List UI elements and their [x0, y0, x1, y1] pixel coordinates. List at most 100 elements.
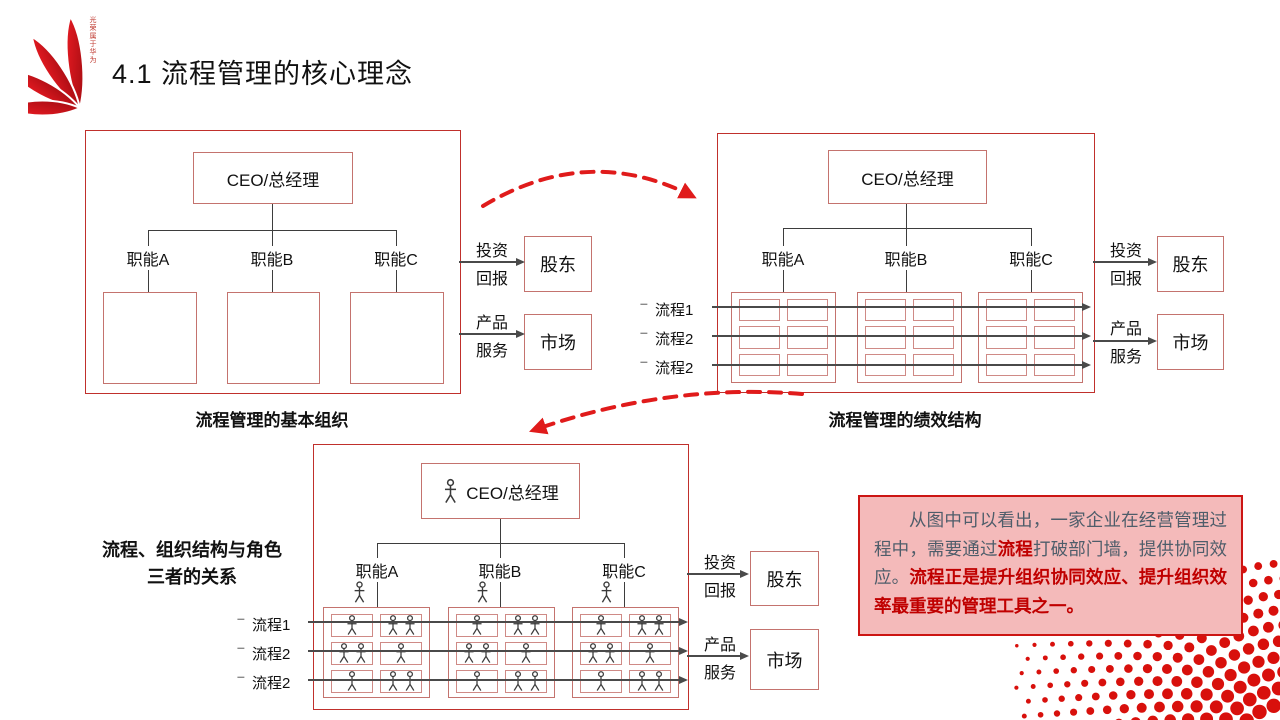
chart1-department-box	[103, 292, 197, 384]
chart3-function-grid	[323, 607, 430, 698]
person-icon	[472, 615, 482, 635]
market-box: 市场	[524, 314, 592, 370]
person-icon	[463, 643, 474, 663]
org-cell	[629, 642, 671, 665]
process-dash: –	[640, 353, 648, 369]
process-dash: –	[237, 639, 245, 655]
person-icon	[529, 615, 540, 635]
service-label: 服务	[1102, 345, 1150, 366]
person-icon	[404, 671, 415, 691]
return-label: 回报	[1102, 267, 1150, 288]
chart3-ceo-label: CEO/总经理	[466, 483, 559, 503]
person-icon	[636, 671, 647, 691]
org-cell	[380, 670, 422, 693]
process-dash: –	[640, 324, 648, 340]
process-arrow	[308, 650, 686, 652]
person-icon	[338, 643, 349, 663]
chart2-process3-label: 流程2	[655, 357, 694, 378]
person-icon	[472, 671, 482, 691]
org-cell	[331, 670, 373, 693]
org-cell	[380, 642, 422, 665]
person-icon	[636, 615, 647, 635]
org-cell	[787, 326, 828, 349]
chart3-side-label: 流程、组织结构与角色 三者的关系	[62, 537, 322, 591]
dashed-arrow-chart1-to-chart2	[481, 169, 697, 208]
process-arrow	[712, 335, 1089, 337]
note-segment: 从图中可以看出，一家企业在经营管理过程中，需要通过	[874, 510, 1227, 559]
org-cell	[913, 299, 954, 322]
chart3-process1-label: 流程1	[252, 614, 291, 635]
org-cell	[456, 614, 498, 637]
note-segment: 流程正是提升组织协同效应、提升组织效率最重要的管理工具之一。	[874, 567, 1228, 616]
org-cell	[505, 614, 547, 637]
org-cell	[739, 299, 780, 322]
connector-line	[906, 202, 907, 228]
person-icon	[355, 643, 366, 663]
org-cell	[380, 614, 422, 637]
chart1-ceo-box: CEO/总经理	[193, 152, 353, 204]
invest-label: 投资	[468, 239, 516, 260]
chart1-department-box	[227, 292, 320, 384]
person-icon	[396, 643, 406, 663]
chart1-function-a-label: 职能A	[110, 246, 186, 270]
person-icon	[601, 581, 612, 603]
process-arrow	[308, 679, 686, 681]
chart2-outer-frame	[717, 133, 1095, 393]
return-label: 回报	[696, 579, 744, 600]
product-label: 产品	[1102, 317, 1150, 338]
connector-line	[783, 228, 1032, 229]
org-cell	[986, 326, 1027, 349]
connector-line	[272, 202, 273, 230]
service-label: 服务	[696, 661, 744, 682]
org-cell	[580, 642, 622, 665]
invest-label: 投资	[696, 551, 744, 572]
org-cell	[739, 326, 780, 349]
output-arrow	[459, 261, 523, 263]
connector-line	[500, 517, 501, 543]
person-icon	[354, 581, 365, 603]
chart2-function-c-label: 职能C	[993, 246, 1069, 270]
chart1-department-box	[350, 292, 444, 384]
note-text: 从图中可以看出，一家企业在经营管理过程中，需要通过流程打破部门墙，提供协同效应。…	[858, 495, 1243, 636]
process-dash: –	[640, 295, 648, 311]
market-box: 市场	[750, 629, 819, 690]
person-icon	[512, 615, 523, 635]
note-segment: 流程	[997, 538, 1033, 559]
person-icon	[645, 643, 655, 663]
output-arrow	[459, 333, 523, 335]
process-arrow	[308, 621, 686, 623]
person-icon	[596, 671, 606, 691]
chart1-caption: 流程管理的基本组织	[195, 411, 349, 430]
product-label: 产品	[468, 311, 516, 332]
chart2-caption: 流程管理的绩效结构	[828, 411, 982, 430]
chart2-function-a-label: 职能A	[745, 246, 821, 270]
product-label: 产品	[696, 633, 744, 654]
market-box: 市场	[1157, 314, 1224, 370]
org-cell	[629, 670, 671, 693]
return-label: 回报	[468, 267, 516, 288]
shareholder-box: 股东	[1157, 236, 1224, 292]
org-cell	[505, 642, 547, 665]
shareholder-box: 股东	[524, 236, 592, 292]
person-icon	[521, 643, 531, 663]
page-title: 4.1 流程管理的核心理念	[112, 59, 414, 89]
org-cell	[865, 326, 906, 349]
person-icon	[480, 643, 491, 663]
chart3-process2-label: 流程2	[252, 643, 291, 664]
person-icon	[529, 671, 540, 691]
shareholder-box: 股东	[750, 551, 819, 606]
person-icon	[445, 478, 457, 503]
logo-watermark-text: 光荣属于华为	[89, 16, 96, 64]
chart3-outer-frame	[313, 444, 689, 710]
process-dash: –	[237, 610, 245, 626]
person-icon	[587, 643, 598, 663]
person-icon	[653, 615, 664, 635]
chart3-side-label-line1: 流程、组织结构与角色	[102, 540, 282, 560]
chart2-function-b-label: 职能B	[868, 246, 944, 270]
org-cell	[505, 670, 547, 693]
output-arrow	[1093, 340, 1155, 342]
person-icon	[347, 615, 357, 635]
process-arrow	[712, 306, 1089, 308]
chart3-process3-label: 流程2	[252, 672, 291, 693]
